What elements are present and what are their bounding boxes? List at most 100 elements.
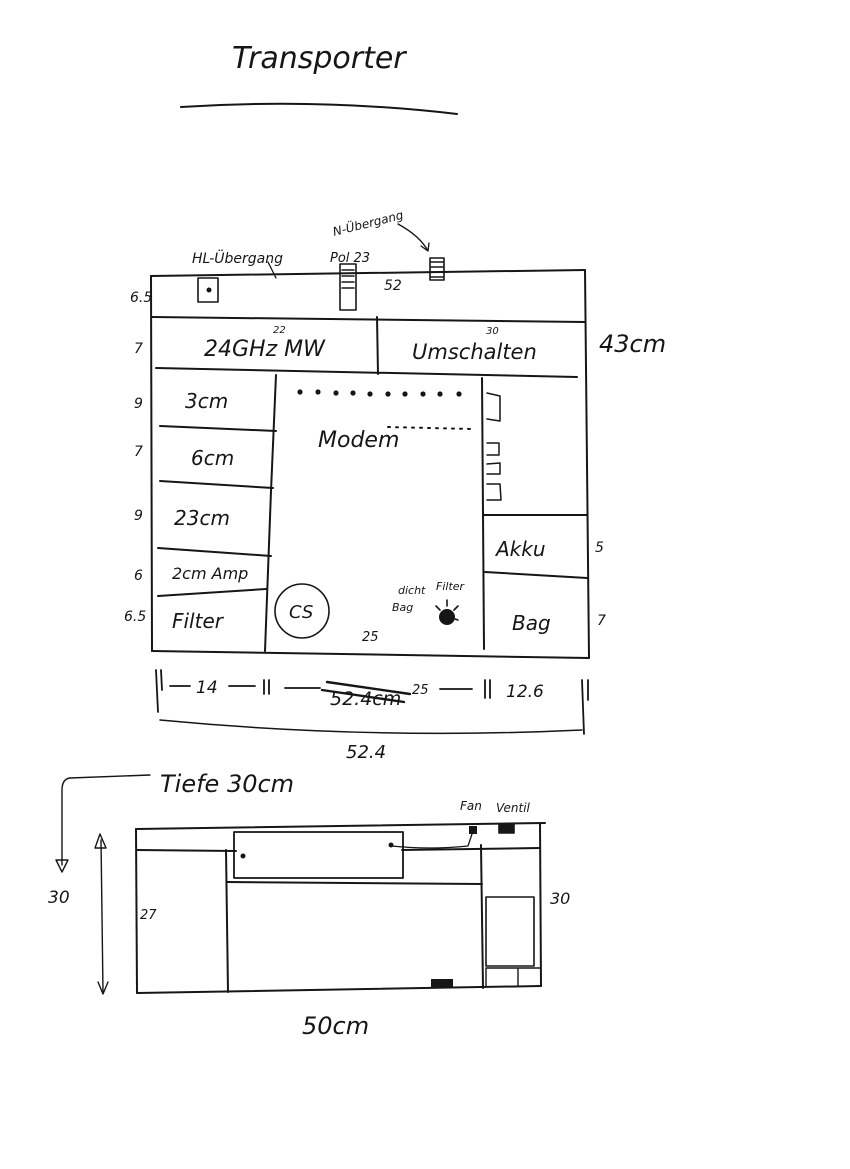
filter-knob-label: Filter [436, 580, 466, 593]
cell-cs: CS [289, 602, 313, 623]
front-frame-bottom [151, 650, 590, 659]
row-height-6: 6 [134, 568, 143, 584]
front-frame-top [150, 269, 586, 277]
title-underline [180, 102, 458, 115]
ventil-connector [498, 823, 515, 834]
hl-connector-dot [206, 287, 212, 293]
netzteil-pin-right [388, 842, 394, 848]
height-inner-label: 27 [140, 908, 157, 923]
netzteil-shelf [226, 881, 483, 885]
left-div-1 [159, 425, 277, 432]
left-div-3 [157, 547, 272, 557]
netzteil-pin-left [240, 853, 246, 859]
front-bottom-dim-labels: 14 52.4cm 25 12.6 52.4 [196, 678, 544, 763]
front-view [150, 223, 590, 659]
cell-3cm: 3cm [185, 389, 228, 413]
side-right-inner [485, 896, 535, 967]
dim-right-label: 12.6 [506, 682, 544, 702]
side-right-col [480, 844, 484, 989]
dim-tick-left [155, 669, 163, 713]
total-height-label: 43cm [599, 330, 666, 358]
n-arrow-head [420, 242, 430, 252]
modem-led-row [297, 389, 462, 397]
fan-connector [469, 826, 477, 834]
depth-label: Tiefe 30cm [160, 770, 294, 798]
dichtung-label: dicht [398, 584, 426, 597]
row-height-3: 9 [134, 396, 143, 412]
cell-bag: Bag [512, 611, 551, 635]
page-title: Transporter [232, 41, 407, 76]
modem-vents [387, 426, 473, 430]
row2-split [376, 316, 379, 375]
side-width-label: 50cm [302, 1012, 369, 1040]
pol-connector [339, 263, 357, 311]
hl-arrow [267, 261, 277, 279]
cs-circle [274, 583, 330, 639]
hl-connector [197, 277, 219, 303]
height-arrow-head-top [94, 833, 107, 849]
filter-knob [439, 609, 455, 625]
modem-tab-3 [486, 462, 501, 475]
side-frame-left [135, 828, 138, 994]
dim-left-label: 14 [196, 678, 218, 698]
row-height-4: 7 [134, 444, 143, 460]
dim-strike [320, 680, 412, 704]
right-div-2 [484, 571, 588, 579]
n-label: N-Übergang [331, 206, 405, 239]
dim-tick-1 [263, 679, 270, 695]
side-cable [391, 833, 473, 849]
cell-23cm: 23cm [174, 506, 230, 530]
pol-connector-hatch [341, 269, 355, 289]
row-height-5: 9 [134, 508, 143, 524]
row-height-7: 6.5 [124, 609, 146, 625]
modem-tab-1 [486, 392, 501, 422]
front-frame-left [150, 275, 153, 652]
pol-label: Pol 23 [330, 251, 370, 266]
dim-seg-mid [284, 687, 473, 690]
modem-box-right [481, 377, 485, 650]
hl-label: HL-Übergang [192, 249, 283, 267]
side-frame-right [539, 822, 542, 987]
right-height-lower: 7 [597, 613, 606, 629]
height-right-label: 30 [550, 889, 570, 908]
side-frame-bottom [136, 985, 542, 994]
dim-mid-label: 25 [412, 683, 429, 698]
bottom-plug [431, 979, 453, 987]
front-bottom-dims [155, 669, 589, 735]
n-connector [429, 257, 445, 281]
ventil-label: Ventil [496, 801, 531, 815]
row-height-2: 7 [134, 341, 143, 357]
cell-24ghz-sup: 22 [273, 325, 286, 336]
row-divider-2 [155, 367, 578, 378]
left-div-2 [159, 480, 274, 489]
front-frame-right [584, 269, 590, 659]
bag-small-label: Bag [392, 601, 413, 614]
height-arrow-head-bottom [97, 981, 109, 995]
side-right-foot [485, 967, 541, 987]
dim-total-label: 52.4 [346, 742, 386, 763]
depth-arrow-head [55, 859, 69, 873]
left-col-right-edge [264, 374, 277, 652]
dim-total-line [159, 719, 583, 735]
dim-tick-right [581, 679, 589, 735]
side-view [55, 774, 546, 995]
modem-tab-2 [486, 442, 500, 456]
modem-tab-4 [486, 483, 502, 501]
height-arrow [100, 839, 104, 993]
cell-6cm: 6cm [191, 446, 234, 470]
cell-modem: Modem [318, 428, 399, 453]
front-view-labels: HL-Übergang N-Übergang Pol 23 52 6.5 7 9… [124, 206, 666, 645]
cell-24ghz-mw: 24GHz MW [204, 337, 326, 362]
side-left-col [225, 849, 229, 993]
side-frame-top [135, 822, 546, 830]
cell-filter-left: Filter [172, 609, 225, 633]
dim-crossed-label: 52.4cm [330, 688, 401, 710]
fan-label: Fan [460, 799, 482, 813]
cell-akku: Akku [494, 537, 546, 561]
depth-arrow [61, 774, 151, 866]
cell-2cm-amp: 2cm Amp [172, 564, 248, 583]
netzteil-box [233, 831, 404, 879]
dim-tick-2 [484, 679, 491, 699]
top-width-label: 52 [384, 278, 402, 294]
